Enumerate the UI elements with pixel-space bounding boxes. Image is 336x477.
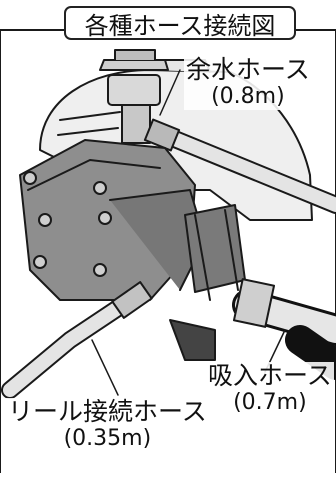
reel-hose [3, 293, 137, 397]
bracket [169, 319, 216, 361]
leader-reel [91, 339, 119, 396]
valve-knob [99, 59, 169, 71]
valve-cap [107, 74, 161, 106]
reel-fitting [111, 281, 153, 319]
reel-hose-name: リール接続ホース [8, 397, 207, 426]
housing-slots [57, 111, 121, 136]
reel-hose-length: (0.35m) [63, 426, 152, 451]
valve-knob-top [114, 49, 156, 61]
suction-hose-label: 吸入ホース (0.7m) [206, 362, 334, 416]
diagram-title: 各種ホース接続図 [64, 6, 296, 40]
drain-fitting [143, 118, 181, 152]
bolt-6 [93, 263, 107, 277]
bolt-2 [93, 181, 107, 195]
inlet-ribs [194, 209, 239, 301]
bolt-3 [38, 213, 52, 227]
bolt-1 [23, 171, 37, 185]
suction-hose-name: 吸入ホース [208, 361, 332, 390]
reel-hose-label: リール接続ホース (0.35m) [6, 398, 209, 452]
suction-fitting [232, 278, 276, 328]
pump-body-ridge [27, 159, 161, 191]
drain-hose-name: 余水ホース [186, 55, 310, 84]
bolt-4 [98, 211, 112, 225]
drain-hose-length: (0.8m) [211, 84, 285, 109]
drain-hose-label: 余水ホース (0.8m) [184, 56, 312, 110]
dark-hose [285, 325, 336, 380]
leader-drain [159, 69, 181, 116]
drain-hose [158, 128, 336, 212]
bolt-5 [33, 255, 47, 269]
suction-hose-length: (0.7m) [233, 390, 307, 415]
